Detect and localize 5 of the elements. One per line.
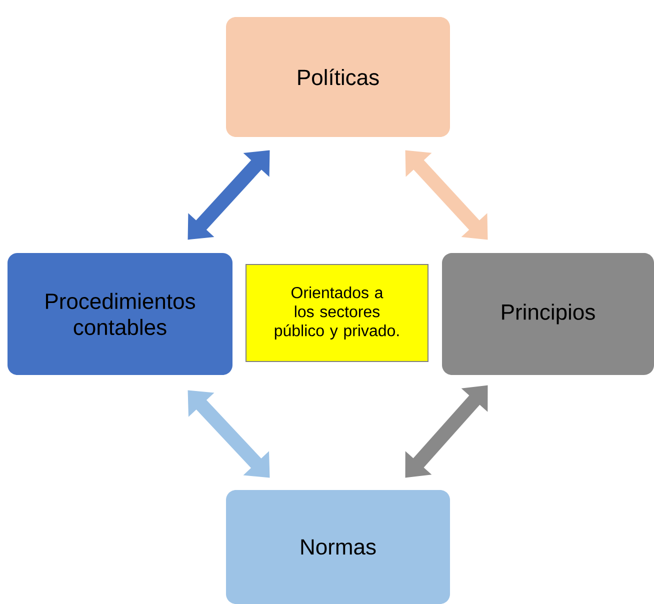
text-box: Orientados a los sectores público y privado.	[246, 264, 428, 362]
process-box: Políticas	[226, 17, 450, 137]
process-box: Principios	[442, 253, 654, 375]
process-box: Procedimientos contables	[8, 253, 232, 375]
process-box: Normas	[226, 490, 450, 604]
